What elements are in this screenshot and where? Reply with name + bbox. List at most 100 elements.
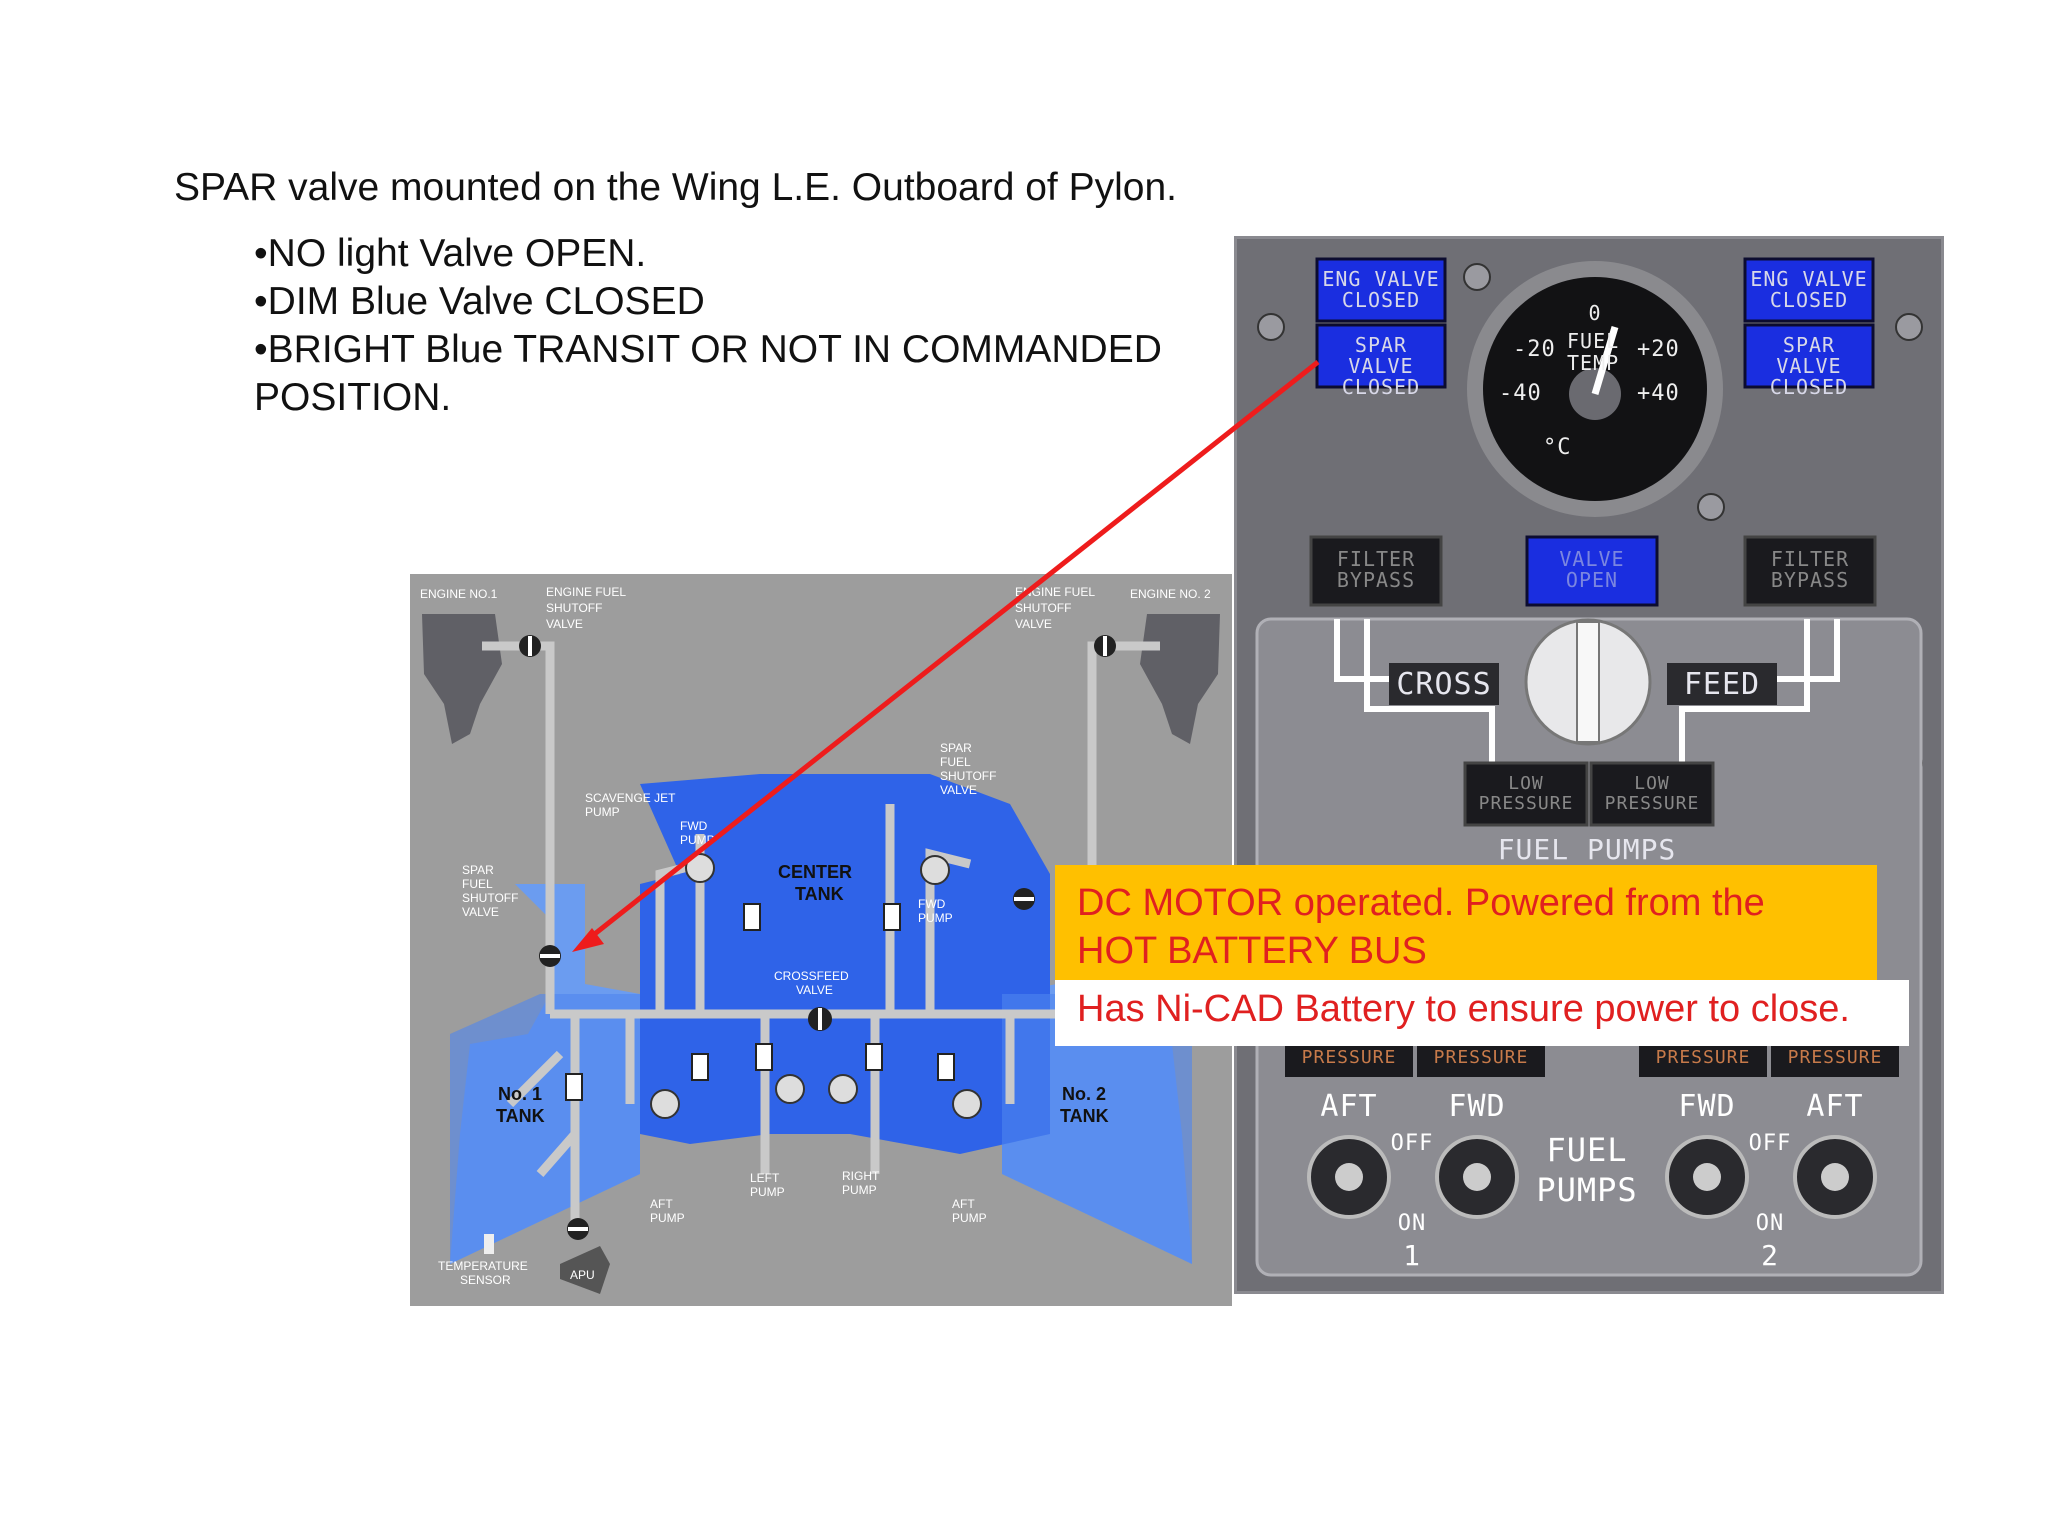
off-label-2: OFF (1748, 1131, 1792, 1156)
dc-motor-text: DC MOTOR operated. Powered from the HOT … (1077, 879, 1867, 975)
spar-valve-closed-r-line2: CLOSED (1769, 375, 1849, 399)
filter-bypass-l-line1: FILTER (1336, 547, 1416, 571)
tank2-label-1: No. 2 (1062, 1084, 1106, 1104)
gauge-label-fuel: FUEL (1567, 329, 1620, 353)
crossfeed-valve (808, 1007, 832, 1031)
pressure-label-1: PRESSURE (1301, 1047, 1397, 1068)
scavenge-label-2: PUMP (585, 805, 620, 819)
aft-label-2: AFT (1806, 1089, 1864, 1124)
low-pressure-2 (1589, 761, 1715, 827)
nicad-callout: Has Ni-CAD Battery to ensure power to cl… (1055, 980, 1909, 1046)
eng-valve-r-label-2: SHUTOFF (1015, 601, 1071, 615)
dc-motor-callout: DC MOTOR operated. Powered from the HOT … (1055, 865, 1877, 980)
gauge-label-temp: TEMP (1567, 351, 1620, 375)
eng-valve-closed-l-line1: ENG VALVE (1322, 267, 1440, 291)
spar-l-label-2: FUEL (462, 877, 493, 891)
spar-valve-closed-l-line2: CLOSED (1341, 375, 1421, 399)
spar-valve-2 (1013, 888, 1035, 910)
engine-2-label: ENGINE NO. 2 (1130, 587, 1211, 601)
engine-2 (1140, 614, 1220, 744)
eng-valve-closed-r-line2: CLOSED (1769, 288, 1849, 312)
fwd-pump-right (920, 855, 950, 885)
off-label-1: OFF (1390, 1131, 1434, 1156)
on-label-2: ON (1755, 1211, 1785, 1236)
spar-valve-closed-r (1743, 323, 1875, 389)
gauge-label-p20: +20 (1637, 337, 1680, 362)
fwd-label-1: FWD (1448, 1089, 1506, 1124)
tank1-label-2: TANK (496, 1106, 545, 1126)
fwd-pump-l-label-2: PUMP (680, 833, 715, 847)
spar-l-label-3: SHUTOFF (462, 891, 518, 905)
fwd-label-2: FWD (1678, 1089, 1736, 1124)
right-pump-label-1: RIGHT (842, 1169, 880, 1183)
spar-valve-closed-l (1315, 323, 1447, 389)
fuel-control-panel: ENG VALVE CLOSED SPAR VALVE CLOSED ENG V… (1234, 236, 1944, 1294)
aft-pump-l-label-1: AFT (650, 1197, 673, 1211)
spar-r-label-1: SPAR (940, 741, 972, 755)
spar-valve-closed-r-text: SPAR VALVE CLOSED (1745, 335, 1873, 398)
right-pump (828, 1074, 858, 1104)
eng-valve-closed-l-text: ENG VALVE CLOSED (1317, 269, 1445, 311)
spar-valve-closed-l-line1: SPAR VALVE (1348, 333, 1414, 378)
apu-valve (567, 1218, 589, 1240)
filter-bypass-r-text: FILTER BYPASS (1745, 549, 1875, 591)
temp-sensor-label-1: TEMPERATURE (438, 1259, 528, 1273)
left-pump-label-1: LEFT (750, 1171, 780, 1185)
pressure-label-4: PRESSURE (1787, 1047, 1883, 1068)
eng-valve-closed-l-line2: CLOSED (1341, 288, 1421, 312)
bullet-dim-blue: •DIM Blue Valve CLOSED (254, 280, 705, 323)
gauge-label-zero: 0 (1588, 301, 1602, 325)
spar-l-label-4: VALVE (462, 905, 499, 919)
spar-r-label-2: FUEL (940, 755, 971, 769)
aft-pump-r-label-2: PUMP (952, 1211, 987, 1225)
cross-label: CROSS (1396, 667, 1492, 702)
filter-bypass-r-line2: BYPASS (1770, 568, 1850, 592)
spar-valve-closed-r-line1: SPAR VALVE (1776, 333, 1842, 378)
eng-valve-closed-r-text: ENG VALVE CLOSED (1745, 269, 1873, 311)
filter-bypass-l-text: FILTER BYPASS (1311, 549, 1441, 591)
pressure-label-3: PRESSURE (1655, 1047, 1751, 1068)
filter-bypass-r (1743, 535, 1877, 607)
filter-bypass-r-line1: FILTER (1770, 547, 1850, 571)
gauge-label-p40: +40 (1637, 381, 1680, 406)
valve-open-line2: OPEN (1565, 568, 1619, 592)
slide-title: SPAR valve mounted on the Wing L.E. Outb… (174, 166, 1177, 209)
engine-valve-2 (1094, 635, 1116, 657)
eng-valve-r-label-1: ENGINE FUEL (1015, 585, 1095, 599)
bullet-bright-blue-cont: POSITION. (254, 376, 452, 419)
filter-bypass-l-line2: BYPASS (1336, 568, 1416, 592)
low-pressure-1-line1: LOW (1508, 773, 1544, 794)
bullet-list: •NO light Valve OPEN. •DIM Blue Valve CL… (254, 230, 1214, 422)
crossfeed-label-2: VALVE (796, 983, 833, 997)
bullet-bright-blue: •BRIGHT Blue TRANSIT OR NOT IN COMMANDED (254, 328, 1162, 371)
left-pump-label-2: PUMP (750, 1185, 785, 1199)
center-tank-label-1: CENTER (778, 862, 852, 882)
center-tank-label-2: TANK (795, 884, 844, 904)
fwd-pump-left (685, 853, 715, 883)
fuel-pumps-top-label: FUEL PUMPS (1497, 833, 1677, 861)
fwd-pump-l-label-1: FWD (680, 819, 708, 833)
fuel-pumps-label-1: FUEL (1546, 1131, 1628, 1169)
eng-valve-l-label-1: ENGINE FUEL (546, 585, 626, 599)
right-pump-label-2: PUMP (842, 1183, 877, 1197)
temperature-sensor (484, 1234, 494, 1254)
pressure-light-1 (1285, 1041, 1413, 1077)
fwd-pump-r-label-1: FWD (918, 897, 946, 911)
low-pressure-1-text: LOW PRESSURE (1465, 774, 1587, 814)
valve-open-text: VALVE OPEN (1527, 549, 1657, 591)
low-pressure-1 (1463, 761, 1589, 827)
spar-valve-closed-l-text: SPAR VALVE CLOSED (1317, 335, 1445, 398)
eng-valve-l-label-3: VALVE (546, 617, 583, 631)
dc-motor-line2: HOT BATTERY BUS (1077, 930, 1427, 972)
aft-pump-left (650, 1089, 680, 1119)
spar-l-label-1: SPAR (462, 863, 494, 877)
pump-number-1: 1 (1403, 1239, 1421, 1272)
aft-label-1: AFT (1320, 1089, 1378, 1124)
pressure-light-3 (1639, 1041, 1767, 1077)
valve-open-line1: VALVE (1559, 547, 1625, 571)
apu-unit (560, 1246, 610, 1294)
low-pressure-2-line2: PRESSURE (1604, 793, 1700, 814)
pressure-label-2: PRESSURE (1433, 1047, 1529, 1068)
low-pressure-1-line2: PRESSURE (1478, 793, 1574, 814)
left-pump (775, 1074, 805, 1104)
